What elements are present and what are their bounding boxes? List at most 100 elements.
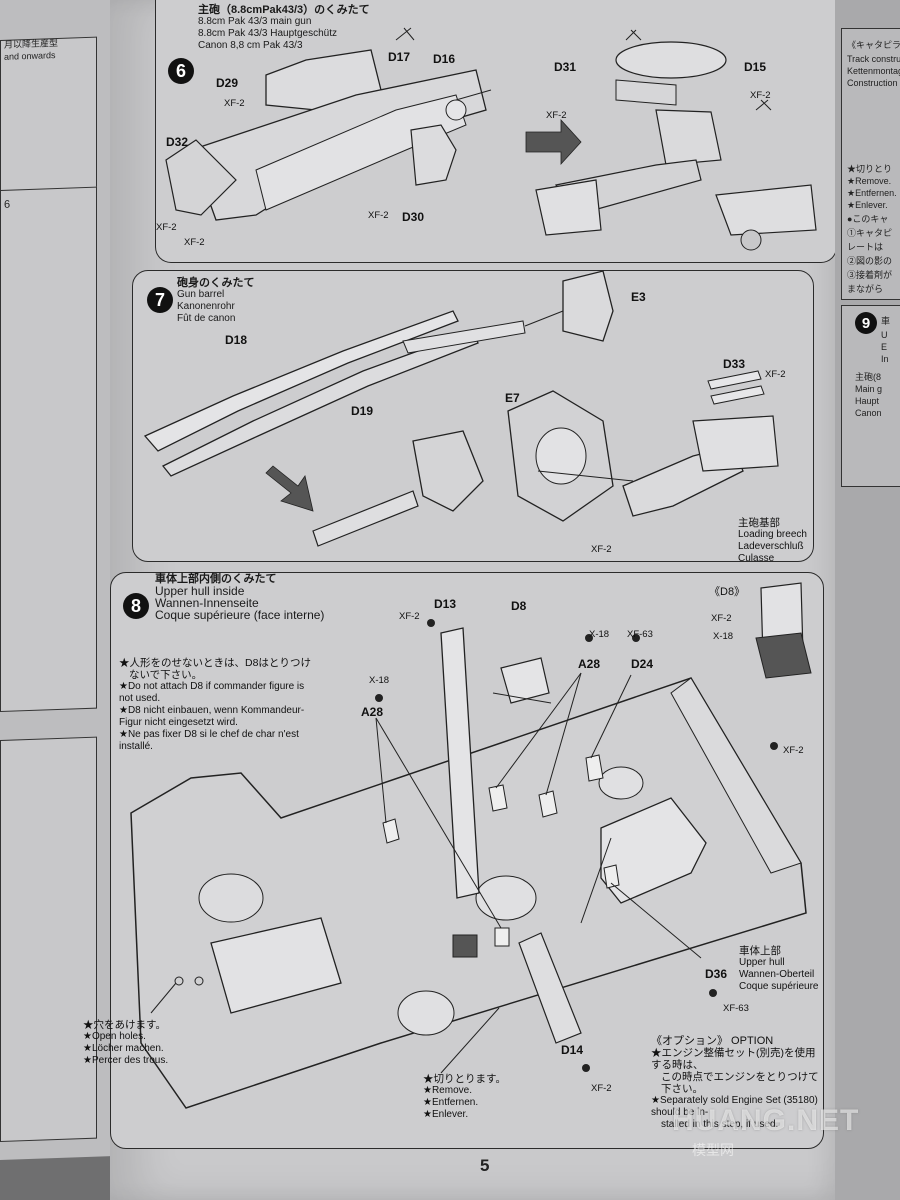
note-en: ★Do not attach D8 if commander figure is…: [119, 681, 305, 704]
label-e7: E7: [505, 391, 520, 405]
label-d33: D33: [723, 357, 746, 371]
label-d15: D15: [744, 60, 767, 74]
label-xf2-d14: XF-2: [591, 1083, 612, 1094]
label-xf2-d31: XF-2: [546, 110, 567, 121]
right-page-line: ★Entfernen.: [847, 188, 897, 198]
breech-caption-fr: Culasse: [738, 553, 775, 564]
upper-hull-caption: 車体上部 Upper hull Wannen-Oberteil Coque su…: [739, 945, 819, 993]
step8-title-jp: 車体上部内側のくみたて: [155, 573, 277, 585]
remove-note: ★切りとります。 ★Remove. ★Entfernen. ★Enlever.: [423, 1073, 506, 1121]
step8-panel: 8 車体上部内側のくみたて Upper hull inside Wannen-I…: [83, 572, 824, 1149]
left-page-line: 月以降生産型: [4, 37, 59, 50]
step8-number: 8: [123, 593, 149, 619]
label-e3: E3: [631, 290, 646, 304]
remove-jp: ★切りとります。: [423, 1073, 506, 1085]
remove-fr: ★Enlever.: [423, 1109, 469, 1120]
breech-caption-jp: 主砲基部: [738, 517, 780, 529]
right-page: 《キャタピラの Track construct Kettenmontage Co…: [835, 0, 900, 1200]
label-d18: D18: [225, 333, 248, 347]
label-d31: D31: [554, 60, 577, 74]
step7-drawing: [143, 270, 779, 547]
right-page-line: ★Remove.: [847, 176, 892, 186]
step7-title: 砲身のくみたて Gun barrel Kanonenrohr Fût de ca…: [177, 277, 254, 325]
left-page-box-bottom: [0, 736, 97, 1142]
inset-x18: X-18: [713, 631, 734, 642]
breech-caption: 主砲基部 Loading breech Ladeverschluß Culass…: [738, 517, 807, 565]
step9-line: U: [881, 330, 888, 340]
label-xf63-d24: XF-63: [627, 629, 653, 640]
label-xf2-hull: XF-2: [783, 745, 804, 756]
step8-title-fr: Coque supérieure (face interne): [155, 608, 325, 622]
left-page-line: 6: [4, 198, 11, 211]
right-page-box-step9: [841, 305, 900, 487]
right-page-line: ③接着剤が: [847, 270, 893, 280]
upper-hull-fr: Coque supérieure: [739, 981, 819, 992]
label-d36: D36: [705, 967, 728, 981]
step9-number: 9: [855, 312, 877, 334]
step6-panel: 6 主砲（8.8cmPak43/3）のくみたて 8.8cm Pak 43/3 m…: [155, 0, 837, 263]
step7-title-de: Kanonenrohr: [177, 301, 235, 312]
breech-caption-de: Ladeverschluß: [738, 541, 804, 552]
step6-title-en: 8.8cm Pak 43/3 main gun: [198, 16, 312, 27]
step6-title-fr: Canon 8,8 cm Pak 43/3: [198, 40, 303, 51]
note-jp-line1: ★人形をのせないときは、D8はとりつけ: [119, 657, 312, 669]
right-page-line: ●このキャ: [847, 214, 889, 224]
right-page-title: 《キャタピラの: [847, 40, 900, 50]
option-en-line1: ★Separately sold Engine Set (35180) shou…: [651, 1095, 818, 1118]
step6-title-jp: 主砲（8.8cmPak43/3）のくみたて: [198, 4, 370, 16]
option-jp-line1: ★エンジン整備セット(別売)を使用する時は、: [651, 1047, 816, 1071]
option-en-line2: stalled in this step, if used.: [661, 1119, 779, 1130]
label-x18-a28a: X-18: [369, 675, 390, 686]
label-xf2-d13: XF-2: [399, 611, 420, 622]
right-page-line: ★切りとり: [847, 164, 893, 174]
right-page-line: ②図の影の: [847, 256, 893, 266]
right-page-line: まながら: [847, 284, 884, 294]
page-number: 5: [480, 1156, 490, 1175]
open-holes-jp: ★穴をあけます。: [83, 1019, 166, 1031]
step8-title-de: Wannen-Innenseite: [155, 596, 259, 610]
step9-line: Canon: [855, 408, 882, 418]
upper-hull-jp: 車体上部: [739, 945, 781, 957]
remove-de: ★Entfernen.: [423, 1097, 479, 1108]
right-page-line: ★Enlever.: [847, 200, 888, 210]
right-page-line: Kettenmontage: [847, 66, 900, 76]
step9-line: In: [881, 354, 889, 364]
label-xf2-e7: XF-2: [591, 544, 612, 555]
step9-line: Haupt: [855, 396, 880, 406]
label-xf63-d36: XF-63: [723, 1003, 749, 1014]
note-jp-line2: ないで下さい。: [129, 669, 203, 681]
right-page-line: レートは: [847, 242, 884, 252]
step6-number: 6: [168, 58, 194, 84]
label-d8: D8: [511, 599, 527, 613]
breech-caption-en: Loading breech: [738, 529, 807, 540]
open-holes-fr: ★Percer des trous.: [83, 1055, 169, 1066]
left-page-line: and onwards: [4, 50, 56, 62]
note-fr: ★Ne pas fixer D8 si le chef de char n'es…: [119, 729, 299, 752]
open-holes-de: ★Löcher machen.: [83, 1043, 164, 1054]
step6-drawing: [165, 27, 817, 251]
step8-drawing: [130, 582, 812, 1109]
right-page-line: Construction de: [847, 78, 900, 88]
label-xf2-d29: XF-2: [224, 98, 245, 109]
step9-line: 車: [881, 316, 891, 326]
watermark-sub: 模型网: [692, 1142, 734, 1158]
step7-panel: 7 砲身のくみたて Gun barrel Kanonenrohr Fût de …: [132, 270, 814, 565]
step7-title-jp: 砲身のくみたて: [177, 277, 255, 289]
label-d19: D19: [351, 404, 374, 418]
step8-title-en: Upper hull inside: [155, 584, 245, 598]
label-d13: D13: [434, 597, 457, 611]
step8-title: 車体上部内側のくみたて Upper hull inside Wannen-Inn…: [155, 573, 324, 621]
instruction-page: 6 主砲（8.8cmPak43/3）のくみたて 8.8cm Pak 43/3 m…: [83, 0, 837, 1200]
upper-hull-en: Upper hull: [739, 957, 785, 968]
left-page-box-mid: [0, 186, 97, 713]
label-d24: D24: [631, 657, 654, 671]
watermark: HUANG.NET: [672, 1104, 860, 1137]
label-xf2-d15: XF-2: [750, 90, 771, 101]
right-page-line: Track construct: [847, 54, 900, 64]
label-x18-a28b: X-18: [589, 629, 610, 640]
step7-title-fr: Fût de canon: [177, 313, 236, 324]
step9-line: Main g: [855, 384, 883, 394]
right-page-line: ①キャタピ: [847, 228, 893, 238]
label-d14: D14: [561, 1043, 584, 1057]
open-holes-en: ★Open holes.: [83, 1031, 146, 1042]
